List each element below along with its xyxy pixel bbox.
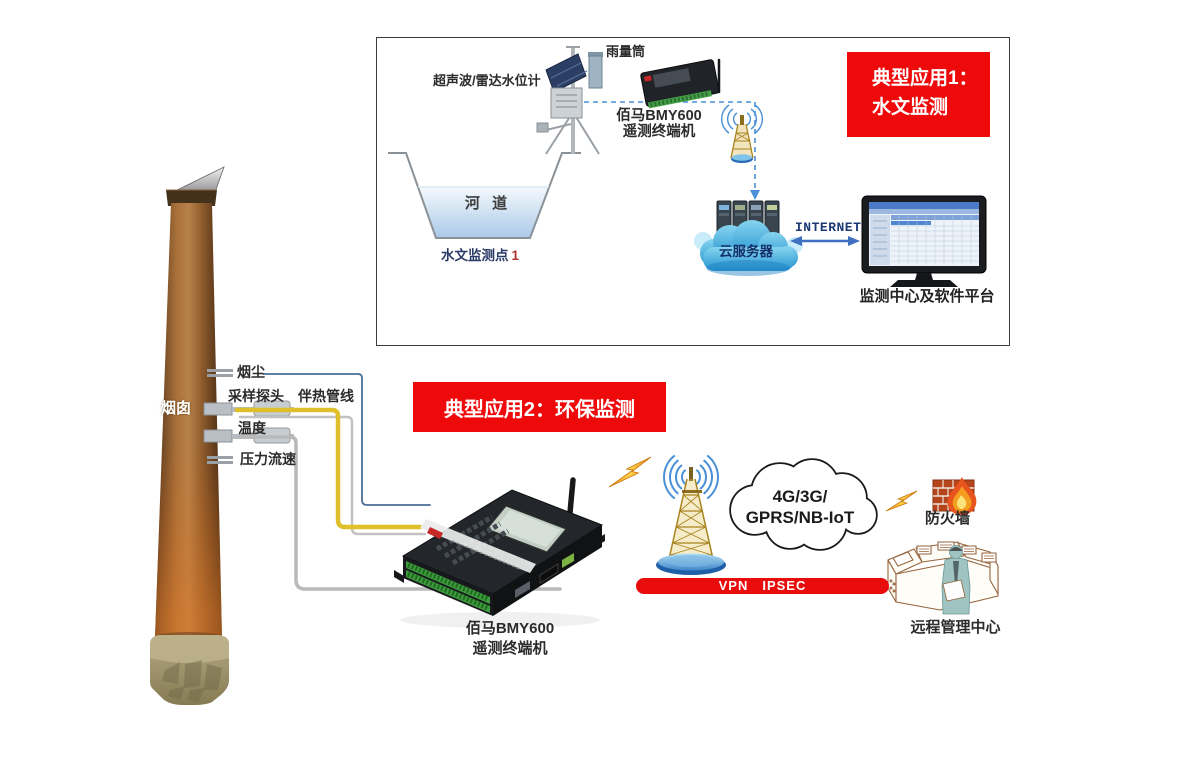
- temperature-cable: [238, 435, 562, 591]
- river-label: 河 道: [464, 195, 512, 212]
- dust-sensor-icon: [207, 369, 233, 372]
- level-sensor-icon: [536, 122, 549, 133]
- heated-sampling-line: [234, 407, 423, 530]
- rtu1-name-label: 佰马BMY600: [616, 108, 702, 124]
- lightning-icon-left: [608, 456, 652, 488]
- water-level-station: [536, 46, 603, 155]
- probe-cable: [238, 415, 427, 536]
- pressure-flow-label: 压力流速: [240, 451, 296, 467]
- cloud-server-label: 云服务器: [719, 244, 773, 259]
- rain-gauge-cap: [588, 52, 603, 57]
- rain-gauge-icon: [588, 55, 603, 89]
- monitor-icon: [861, 195, 987, 287]
- rtu2-type-label: 遥测终端机: [472, 640, 548, 657]
- river-cross-section: [388, 152, 581, 239]
- internet-label: INTERNET: [795, 220, 862, 235]
- water-level-gauge-label: 超声波/雷达水位计: [433, 73, 541, 88]
- rtu2-name-label: 佰马BMY600: [465, 620, 555, 637]
- dust-cable: [262, 373, 431, 506]
- arrow-down-icon: [750, 190, 760, 200]
- operator-person: [941, 545, 971, 615]
- monitoring-center-label: 监测中心及软件平台: [859, 288, 995, 305]
- vpn-tunnel-bar: [636, 578, 889, 594]
- sampling-probe-label: 采样探头 伴热管线: [228, 388, 354, 404]
- dust-sensor-label: 烟尘: [237, 364, 265, 380]
- cloud-server-icon: [694, 200, 803, 276]
- app1-badge-line2: 水文监测: [872, 97, 949, 118]
- firewall-icon: [932, 477, 977, 516]
- chimney-illustration: [150, 166, 229, 705]
- rain-gauge-label: 雨量筒: [606, 44, 646, 59]
- cell-tower-large-icon: [656, 454, 726, 575]
- remote-management-center-label: 远程管理中心: [910, 619, 1001, 636]
- app1-badge-line1: 典型应用1：: [872, 68, 978, 89]
- network-cloud-icon: [729, 458, 878, 551]
- app1-badge: 典型应用1： 水文监测: [847, 52, 990, 137]
- pressure-sensor-icon: [207, 456, 233, 459]
- app2-badge-text: 典型应用2：环保监测: [443, 398, 636, 421]
- lightning-icon-right: [885, 490, 918, 512]
- solar-panel-icon: [545, 53, 587, 93]
- app2-badge: 典型应用2：环保监测: [413, 382, 666, 432]
- sensor-cables: [234, 373, 562, 591]
- controller-box: [550, 87, 583, 119]
- site-index: 1: [511, 248, 520, 263]
- chimney-label: 烟囱: [161, 400, 192, 417]
- temperature-label: 温度: [238, 420, 266, 436]
- control-room-illustration: [887, 541, 999, 615]
- cell-tower-small-icon: [720, 104, 764, 163]
- rtu-device-small: [640, 58, 721, 109]
- network-cloud-label: 4G/3G/ GPRS/NB-IoT: [745, 487, 855, 527]
- vpn-ipsec-label: VPN IPSEC: [718, 578, 807, 593]
- rtu1-type-label: 遥测终端机: [622, 124, 696, 140]
- temperature-probe-icon: [203, 429, 233, 443]
- firewall-label: 防火墙: [925, 510, 971, 527]
- rtu-device-large: [394, 477, 605, 628]
- internet-arrow: [790, 236, 860, 246]
- sampling-probe-icon: [203, 402, 233, 416]
- wireless-link-dashed: [584, 101, 760, 200]
